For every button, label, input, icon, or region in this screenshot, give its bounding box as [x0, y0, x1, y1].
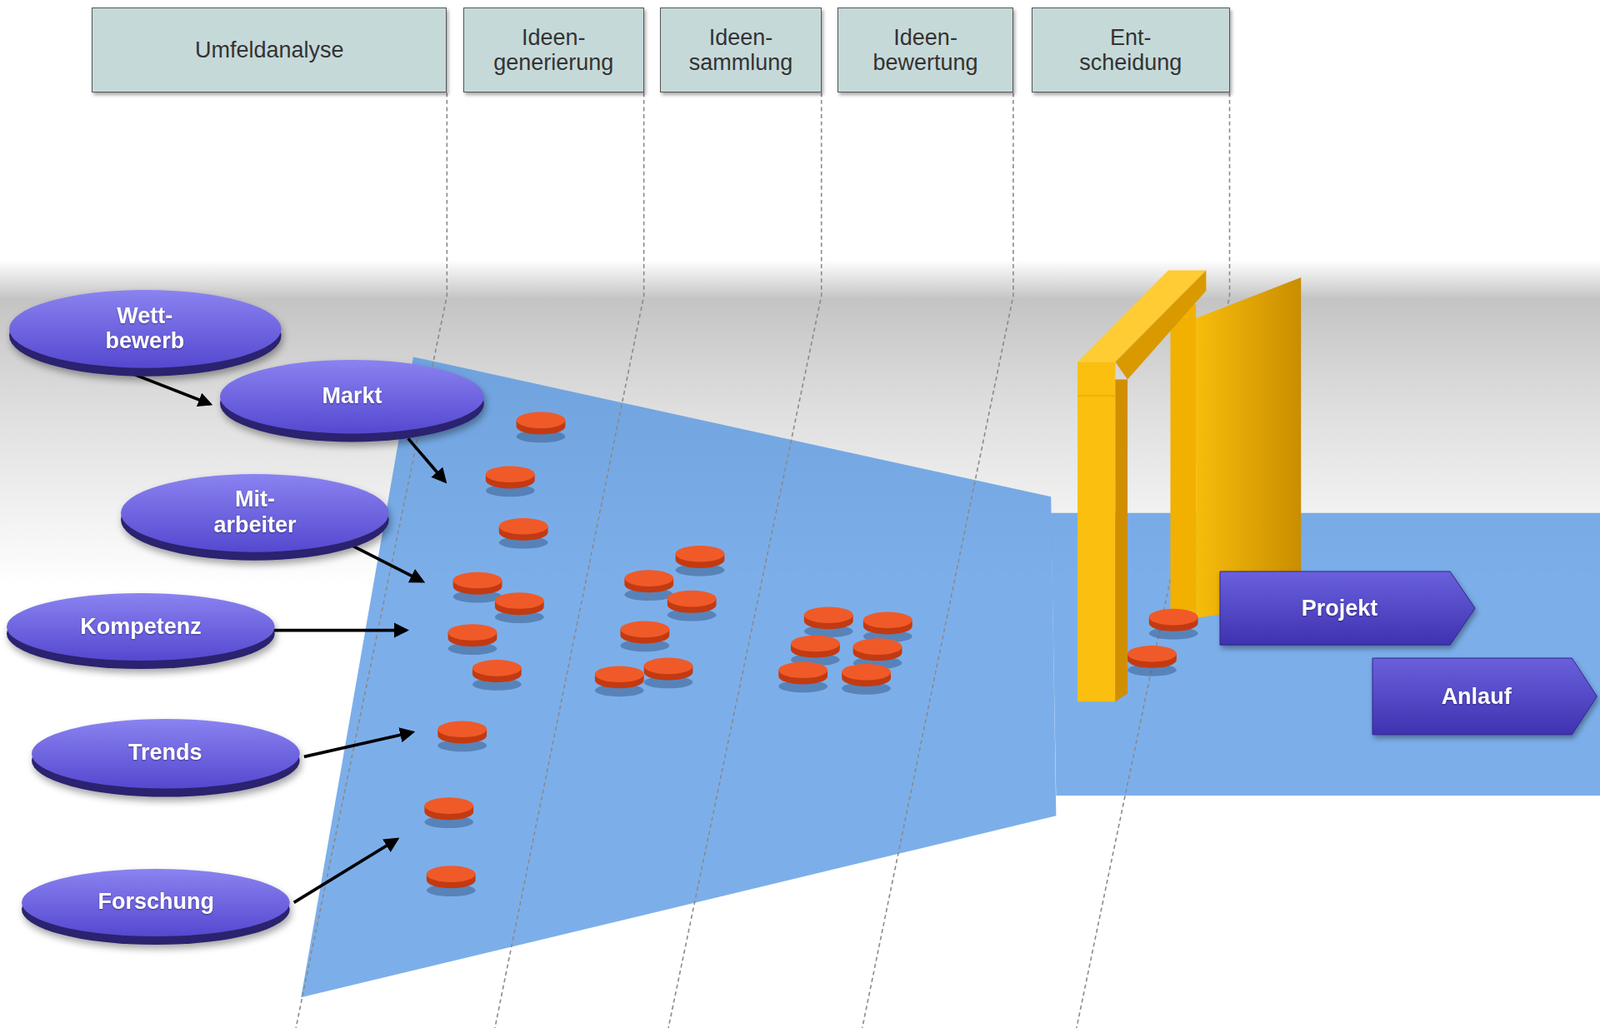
phase-divider: [668, 92, 822, 1028]
disc: [624, 570, 674, 587]
node-label: Trends: [128, 740, 203, 765]
gate-door: [1195, 277, 1301, 619]
disc: [667, 590, 717, 608]
disc: [620, 621, 670, 639]
input-arrow: [294, 840, 398, 904]
node-label: Umfeldanalyse: [195, 37, 345, 63]
ellipse-face: [220, 360, 485, 434]
gate-post: [1170, 304, 1196, 625]
disc: [426, 865, 476, 883]
phase-dividers: [295, 92, 1230, 1028]
source-ellipse: Mit- arbeiter: [119, 472, 391, 561]
idea-discs: [424, 412, 1198, 897]
disc: [841, 664, 891, 681]
disc: [595, 665, 645, 683]
disc: [790, 635, 840, 653]
source-ellipse: Wett- bewerb: [7, 288, 284, 377]
node-label: Markt: [321, 383, 382, 409]
node-label: Ent- scheidung: [1079, 25, 1182, 75]
phase-box: Ideen- sammlung: [660, 7, 821, 94]
source-ellipse: Markt: [218, 358, 486, 442]
disc: [495, 592, 545, 610]
stage-arrow: Projekt: [1220, 571, 1475, 645]
platform: [1050, 513, 1600, 796]
disc: [424, 797, 474, 815]
stage-arrow: Anlauf: [1372, 658, 1597, 735]
input-arrow: [408, 438, 445, 481]
phase-box: Umfeldanalyse: [91, 7, 447, 94]
disc: [853, 638, 903, 655]
disc: [453, 572, 503, 590]
ellipse-face: [31, 719, 300, 790]
node-label: Wett- bewerb: [105, 303, 185, 354]
node-label: Mit- arbeiter: [214, 486, 297, 537]
node-label: Projekt: [1301, 595, 1379, 621]
node-label: Anlauf: [1441, 684, 1512, 710]
disc: [448, 624, 498, 641]
phase-box: Ideen- generierung: [463, 7, 645, 94]
input-arrow: [273, 629, 406, 633]
ellipse-face: [120, 474, 390, 553]
node-label: Kompetenz: [80, 614, 202, 640]
ellipse-face: [21, 869, 290, 937]
disc: [1149, 609, 1199, 626]
disc: [472, 660, 522, 677]
disc: [804, 606, 854, 624]
disc: [516, 412, 566, 430]
gate-pillar: [1077, 362, 1115, 703]
node-label: Forschung: [98, 889, 215, 915]
arrow-body: [1220, 571, 1475, 645]
disc: [778, 662, 828, 680]
phase-box: Ent- scheidung: [1031, 7, 1230, 94]
source-ellipse: Trends: [30, 717, 302, 798]
source-ellipse: Forschung: [20, 867, 292, 945]
phase-divider: [495, 92, 645, 1028]
ellipse-face: [6, 593, 275, 661]
input-arrow: [351, 545, 422, 582]
source-ellipse: Kompetenz: [5, 591, 277, 670]
input-arrow: [304, 732, 413, 757]
node-label: Ideen- sammlung: [689, 25, 794, 75]
disc: [499, 518, 549, 535]
gate-beam-side: [1115, 270, 1206, 380]
node-label: Ideen- bewertung: [873, 25, 979, 75]
disc: [1127, 645, 1177, 663]
phase-divider: [862, 92, 1014, 1028]
disc: [675, 545, 725, 563]
disc: [485, 465, 535, 483]
disc: [437, 721, 487, 739]
arrow-body: [1372, 658, 1597, 735]
gate-joint: [1077, 395, 1115, 396]
disc: [644, 658, 694, 675]
disc: [863, 612, 913, 630]
funnel: [300, 356, 1056, 998]
node-label: Ideen- generierung: [493, 25, 614, 75]
phase-box: Ideen- bewertung: [837, 7, 1014, 94]
gate-pillar-side: [1115, 379, 1128, 702]
ellipse-face: [9, 290, 282, 369]
